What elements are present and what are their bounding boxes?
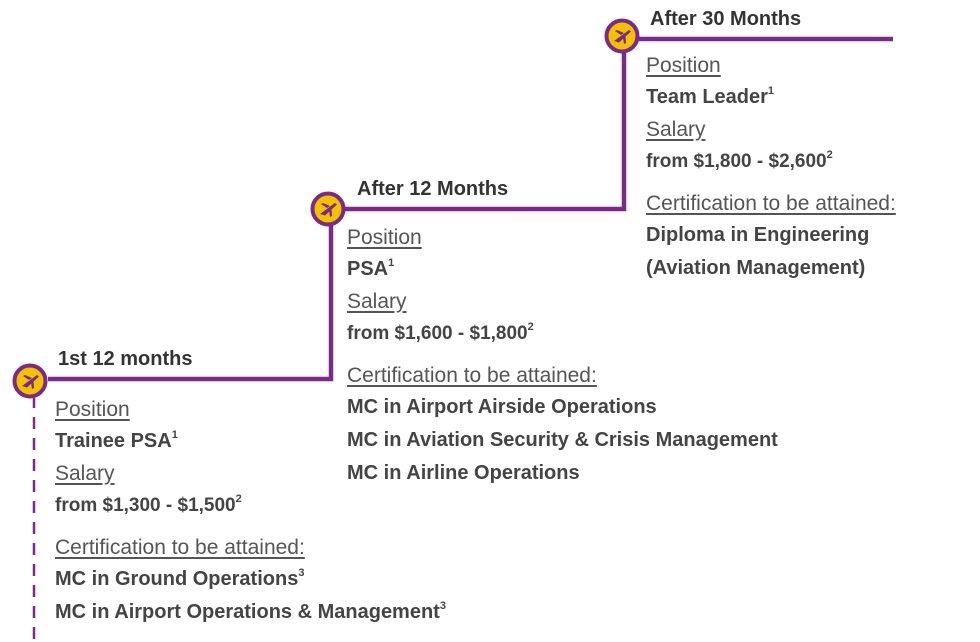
certification-label: Certification to be attained: [347, 364, 597, 387]
certification-item: MC in Aviation Security & Crisis Managem… [347, 429, 778, 451]
footnote-marker: 1 [171, 429, 178, 441]
salary-label: Salary [347, 290, 407, 313]
stage-1-title: 1st 12 months [58, 348, 193, 370]
footnote-marker: 3 [439, 600, 446, 612]
position-label: Position [55, 398, 130, 421]
salary-label: Salary [55, 462, 115, 485]
certification-item: Diploma in Engineering [646, 224, 870, 246]
footnote-marker: 1 [767, 85, 775, 97]
certification-label: Certification to be attained: [646, 192, 896, 215]
stage-3-details: Position Team Leader1 Salary from $1,800… [646, 50, 896, 285]
position-value: PSA1 [347, 257, 395, 281]
stage-3-title: After 30 Months [650, 8, 802, 30]
footnote-marker: 3 [298, 567, 305, 579]
footnote-marker: 2 [826, 149, 833, 161]
salary-label: Salary [646, 118, 706, 141]
footnote-marker: 2 [235, 493, 242, 505]
position-value: Team Leader1 [646, 85, 775, 109]
position-label: Position [646, 54, 721, 77]
certification-item: MC in Ground Operations3 [55, 567, 305, 591]
footnote-marker: 1 [388, 257, 395, 269]
step-path [48, 36, 893, 382]
footnote-marker: 2 [527, 321, 534, 333]
salary-value: from $1,600 - $1,8002 [347, 321, 534, 345]
certification-item: MC in Airport Airside Operations [347, 396, 657, 418]
airplane-icon [604, 18, 640, 54]
position-value: Trainee PSA1 [55, 429, 178, 453]
airplane-icon [12, 363, 48, 399]
salary-value: from $1,800 - $2,6002 [646, 149, 833, 173]
salary-value: from $1,300 - $1,5002 [55, 493, 242, 517]
certification-item: MC in Airline Operations [347, 462, 580, 484]
stage-2-title: After 12 Months [357, 178, 509, 200]
certification-item: (Aviation Management) [646, 257, 866, 279]
certification-label: Certification to be attained: [55, 536, 305, 559]
stage-1-details: Position Trainee PSA1 Salary from $1,300… [55, 394, 446, 629]
airplane-icon [310, 191, 346, 227]
stage-2-details: Position PSA1 Salary from $1,600 - $1,80… [347, 222, 778, 490]
position-label: Position [347, 226, 422, 249]
certification-item: MC in Airport Operations & Management3 [55, 600, 446, 624]
